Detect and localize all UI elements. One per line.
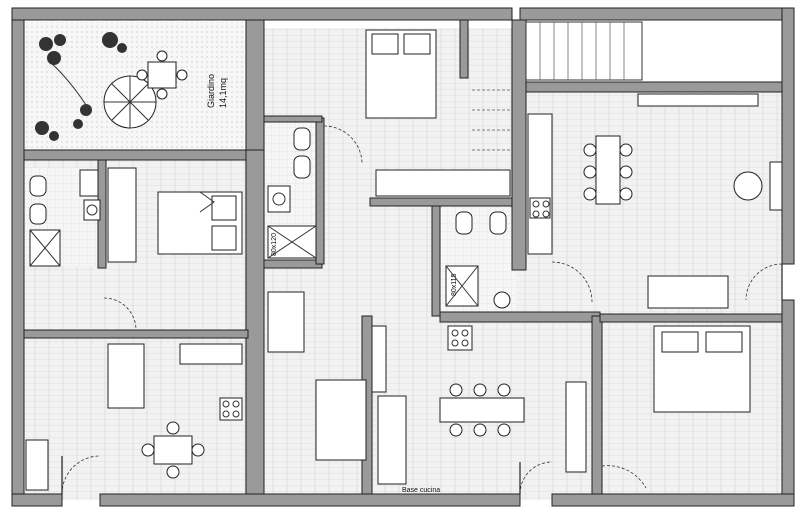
bathroom-middle: 80x120 — [267, 127, 317, 259]
bedroom-left — [103, 167, 243, 331]
living-left — [25, 343, 243, 495]
table-left — [153, 435, 193, 465]
shower-size-2: 80x115 — [451, 273, 458, 296]
exterior-walls — [11, 7, 795, 507]
kitchen-base-label: Base cucina — [402, 487, 440, 494]
bedroom-right — [565, 275, 751, 489]
armchair-icon — [733, 171, 763, 201]
garden-area-label: 14,1mq — [218, 78, 228, 108]
garden: Giardino 14,1mq — [35, 32, 228, 141]
garden-table — [147, 61, 177, 89]
table-top-right — [595, 135, 621, 205]
entrance-doors — [61, 263, 783, 495]
garden-name: Giardino — [206, 74, 216, 108]
bedroom-top — [323, 29, 511, 197]
living-top-right — [527, 93, 783, 303]
plant-icon — [35, 32, 127, 141]
living-center: Base cucina — [267, 291, 525, 494]
shower-size-1: 80x120 — [271, 233, 278, 256]
table-center — [439, 397, 525, 423]
bathroom-left — [29, 169, 101, 267]
bathroom-right: 80x115 — [445, 211, 511, 309]
interior-walls — [23, 19, 783, 495]
